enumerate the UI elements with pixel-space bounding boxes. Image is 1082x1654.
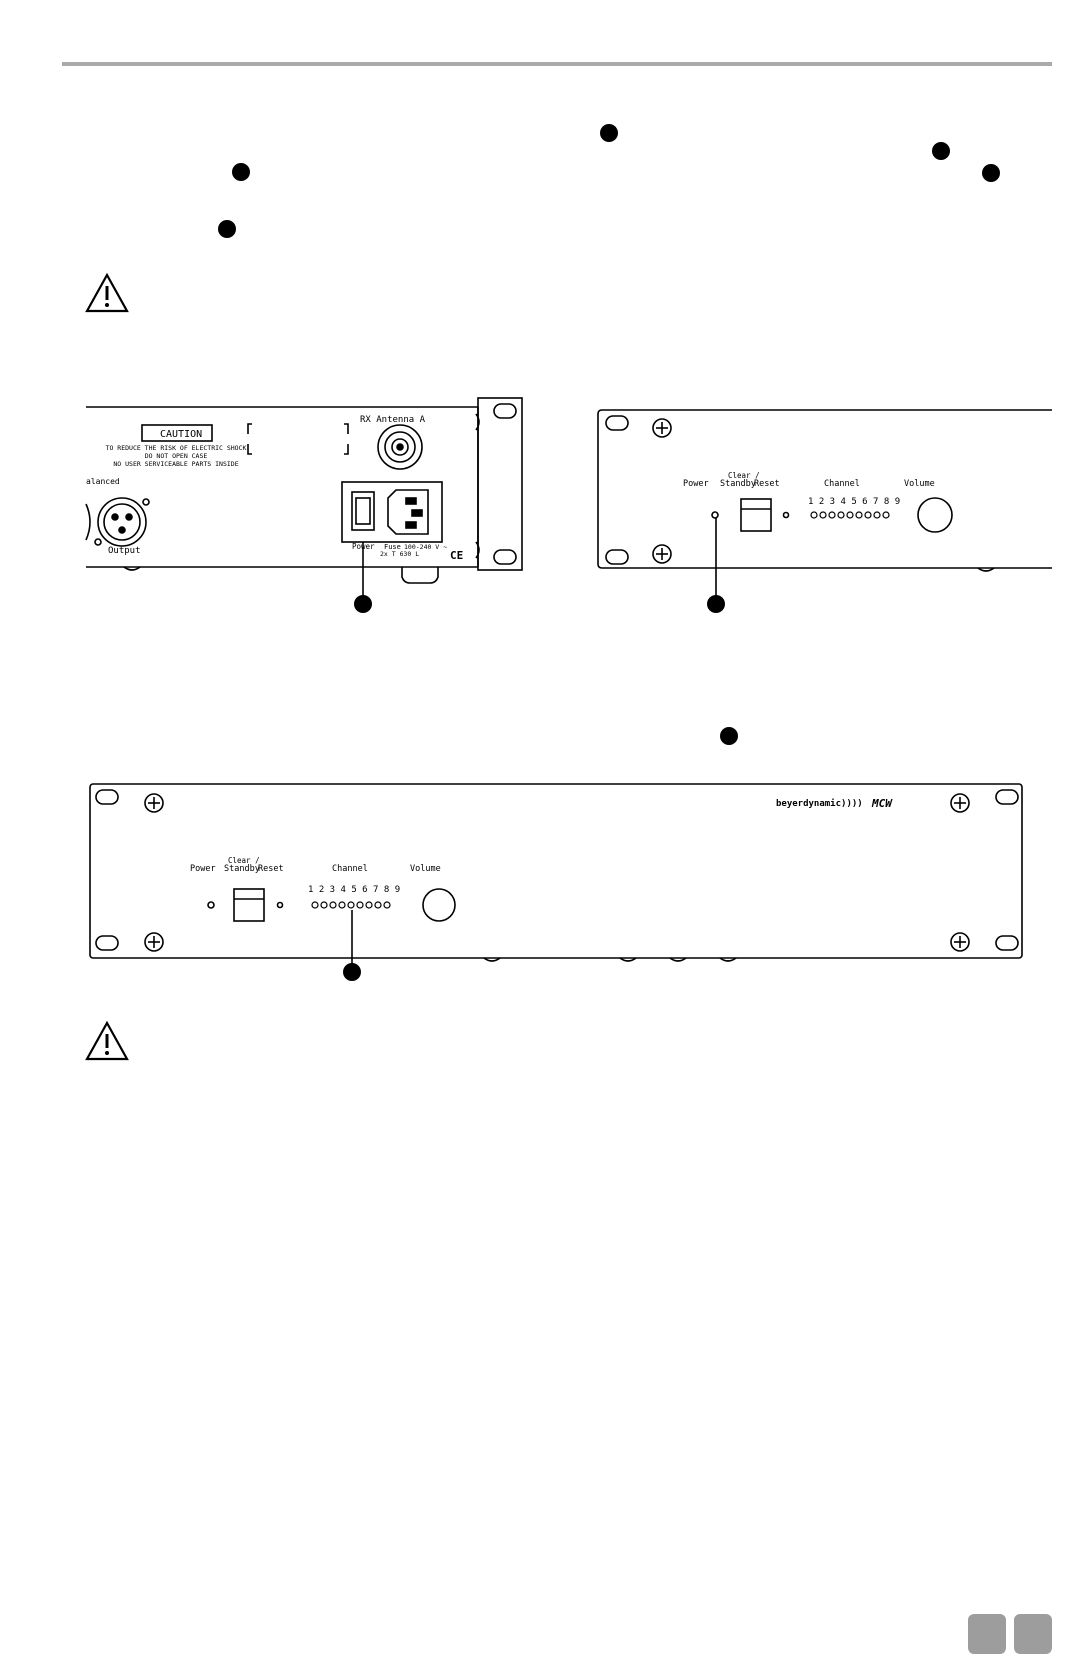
- caution-title: CAUTION: [160, 429, 202, 440]
- fuse-value: 2x T 630 L: [380, 550, 419, 558]
- callout-marker: [600, 124, 618, 142]
- warning-triangle-icon: [85, 272, 129, 313]
- clear-label: Clear /: [228, 856, 260, 865]
- page-tab: [1014, 1614, 1052, 1654]
- channel-label: Channel: [824, 479, 860, 489]
- channel-leds: [311, 901, 391, 909]
- callout-marker: [982, 164, 1000, 182]
- brand-logo: beyerdynamic)))): [776, 798, 863, 809]
- voltage-label: 100-240 V ~: [404, 543, 447, 551]
- fuse-label: Fuse: [384, 543, 401, 551]
- caution-line-3: NO USER SERVICEABLE PARTS INSIDE: [113, 460, 238, 468]
- caution-line-2: DO NOT OPEN CASE: [145, 452, 208, 460]
- callout-marker: [932, 142, 950, 160]
- standby-label: Standby: [720, 479, 756, 489]
- page-tab: [968, 1614, 1006, 1654]
- callout-marker: [232, 163, 250, 181]
- rear-panel-figure: CAUTION TO REDUCE THE RISK OF ELECTRIC S…: [85, 397, 523, 613]
- channel-label: Channel: [332, 864, 368, 874]
- top-rule: [62, 62, 1052, 66]
- power-label: Power: [683, 479, 709, 489]
- reset-label: Reset: [258, 864, 284, 874]
- channel-numbers: 1 2 3 4 5 6 7 8 9: [308, 885, 400, 895]
- volume-label: Volume: [410, 864, 441, 874]
- warning-triangle-icon: [85, 1020, 129, 1061]
- callout-marker: [218, 220, 236, 238]
- balanced-label: alanced: [86, 477, 120, 486]
- caution-line-1: TO REDUCE THE RISK OF ELECTRIC SHOCK: [106, 444, 247, 452]
- channel-numbers: 1 2 3 4 5 6 7 8 9: [808, 497, 900, 507]
- front-panel-detail-figure: Power Clear / Standby Reset Channel 1 2 …: [597, 409, 1052, 613]
- power-label: Power: [352, 542, 375, 551]
- channel-leds: [810, 511, 890, 519]
- ce-mark: CE: [450, 549, 463, 562]
- reset-label: Reset: [754, 479, 780, 489]
- antenna-label: RX Antenna A: [360, 415, 426, 425]
- callout-marker: [720, 727, 738, 745]
- model-logo: MCW: [871, 797, 893, 810]
- clear-label: Clear /: [728, 471, 760, 480]
- output-label: Output: [108, 546, 141, 556]
- front-panel-full-figure: Power Clear / Standby Reset Channel 1 2 …: [89, 783, 1023, 981]
- power-label: Power: [190, 864, 216, 874]
- standby-label: Standby: [224, 864, 260, 874]
- volume-label: Volume: [904, 479, 935, 489]
